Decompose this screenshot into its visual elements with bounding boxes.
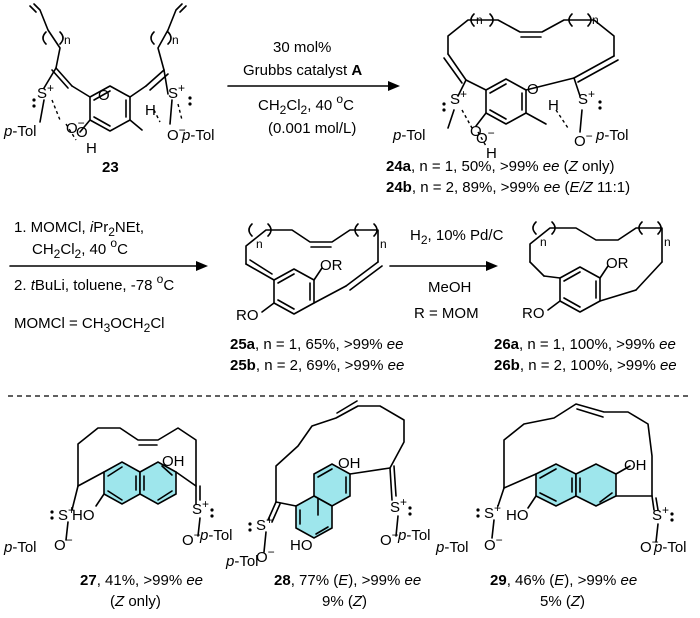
compound-29-result: 29, 46% (E), >99% ee — [490, 572, 637, 589]
compound-23-s-right: S+ — [168, 81, 185, 102]
compound-25-ro: RO — [236, 307, 259, 324]
compound-28-structure — [263, 400, 405, 553]
compound-24-n-right: n — [592, 13, 599, 27]
compound-28-o-right: O− — [380, 528, 399, 549]
compound-28-s-left: S+ — [256, 513, 273, 534]
compound-23-ring-o: O — [98, 87, 110, 104]
step1-concentration: (0.001 mol/L) — [268, 120, 356, 137]
compound-29-o-right: O− — [640, 535, 659, 556]
reaction-arrow-3-head — [486, 261, 498, 271]
compound-28-result-line2: 9% (Z) — [322, 593, 367, 610]
compound-29-structure — [491, 403, 659, 543]
compound-27-s-right: S+ — [192, 497, 209, 518]
compound-29-ho: HO — [506, 507, 529, 524]
compound-24-s-left: S+ — [450, 87, 467, 108]
compound-27-result: 27, 41%, >99% ee — [80, 572, 203, 589]
compound-23-ptol-left: p-Tol — [3, 123, 37, 140]
compound-23-s-left: S+ — [37, 81, 54, 102]
compound-28-ho: HO — [290, 537, 313, 554]
compound-28-ptol-left: p-Tol — [225, 553, 259, 570]
compound-27-structure — [65, 427, 201, 541]
compound-24-o-right: O− — [574, 129, 593, 150]
compound-29-o-left: O− — [484, 533, 503, 554]
compound-27-ptol-left: p-Tol — [3, 539, 37, 556]
reaction-arrow-2-head — [196, 261, 208, 271]
compound-23-o-right: O− — [167, 123, 186, 144]
compound-27-ho: HO — [72, 507, 95, 524]
compound-29-s-right: S+ — [652, 503, 669, 524]
compound-26-n-left: n — [540, 235, 547, 249]
compound-23-o-mid: O — [76, 124, 88, 141]
compound-26-n-right: n — [664, 235, 671, 249]
compound-24-s-right: S+ — [578, 87, 595, 108]
compound-28-s-right: S+ — [390, 495, 407, 516]
step1-catalyst-loading: 30 mol% — [273, 39, 331, 56]
compound-23-ptol-right: p-Tol — [181, 127, 215, 144]
compound-27-ptol-right: p-Tol — [199, 527, 233, 544]
compound-26-or: OR — [606, 255, 629, 272]
compound-29-oh: OH — [624, 457, 647, 474]
compound-28-result: 28, 77% (E), >99% ee — [274, 572, 421, 589]
compound-26-structure — [529, 221, 663, 313]
compound-29-result-line2: 5% (Z) — [540, 593, 585, 610]
compound-24-h-left: H — [486, 145, 497, 162]
step1-conditions: CH2Cl2, 40 oC — [258, 92, 354, 117]
compound-24a-result: 24a, n = 1, 50%, >99% ee (Z only) — [386, 158, 615, 175]
compound-25a-result: 25a, n = 1, 65%, >99% ee — [230, 336, 403, 353]
compound-27-result-line2: (Z only) — [110, 593, 161, 610]
compound-27-o-left: O− — [54, 533, 73, 554]
compound-24-o-mid: O — [470, 123, 482, 140]
step3-reagent: H2, 10% Pd/C — [410, 227, 504, 247]
compound-23-h-right: H — [145, 102, 156, 119]
compound-27-s-left: S+ — [58, 503, 75, 524]
compound-26b-result: 26b, n = 2, 100%, >99% ee — [494, 357, 677, 374]
compound-24-h-right: H — [548, 97, 559, 114]
compound-23-structure — [29, 3, 187, 141]
step2-line3: 2. tBuLi, toluene, -78 oC — [14, 272, 174, 294]
compound-23-n-right: n — [172, 33, 179, 47]
step2-line2: CH2Cl2, 40 oC — [32, 236, 128, 261]
compound-24-o-left: O− — [476, 126, 495, 147]
compound-23-o-left: O− — [66, 116, 85, 137]
compound-27-oh: OH — [162, 453, 185, 470]
compound-25b-result: 25b, n = 2, 69%, >99% ee — [230, 357, 404, 374]
compound-29-ptol-right: p-Tol — [653, 539, 687, 556]
compound-24-ptol-left: p-Tol — [392, 127, 426, 144]
compound-29-ptol-left: p-Tol — [435, 539, 469, 556]
compound-24b-result: 24b, n = 2, 89%, >99% ee (E/Z 11:1) — [386, 179, 630, 196]
compound-25-structure — [245, 223, 383, 315]
compound-26-ro: RO — [522, 305, 545, 322]
compound-23-n-left: n — [64, 33, 71, 47]
compound-29-s-left: S+ — [484, 501, 501, 522]
step2-line1: 1. MOMCl, iPr2NEt, — [14, 219, 144, 239]
compound-25-n-right: n — [380, 237, 387, 251]
step1-catalyst: Grubbs catalyst A — [243, 62, 362, 79]
momcl-definition: MOMCl = CH3OCH2Cl — [14, 315, 164, 335]
compound-24-ptol-right: p-Tol — [595, 127, 629, 144]
compound-24-ring-o: O — [527, 81, 539, 98]
compound-24-structure — [443, 13, 619, 147]
r-definition: R = MOM — [414, 305, 479, 322]
compound-25-or: OR — [320, 257, 343, 274]
compound-28-o-left: O− — [256, 545, 275, 566]
compound-28-oh: OH — [338, 455, 361, 472]
compound-26a-result: 26a, n = 1, 100%, >99% ee — [494, 336, 676, 353]
compound-25-n-left: n — [256, 237, 263, 251]
compound-24-n-left: n — [476, 13, 483, 27]
compound-28-ptol-right: p-Tol — [397, 527, 431, 544]
reaction-arrow-1-head — [388, 81, 400, 91]
compound-23-h-left: H — [86, 140, 97, 157]
compound-27-o-right: O− — [182, 528, 201, 549]
step3-solvent: MeOH — [428, 279, 471, 296]
compound-23-label: 23 — [102, 159, 119, 176]
